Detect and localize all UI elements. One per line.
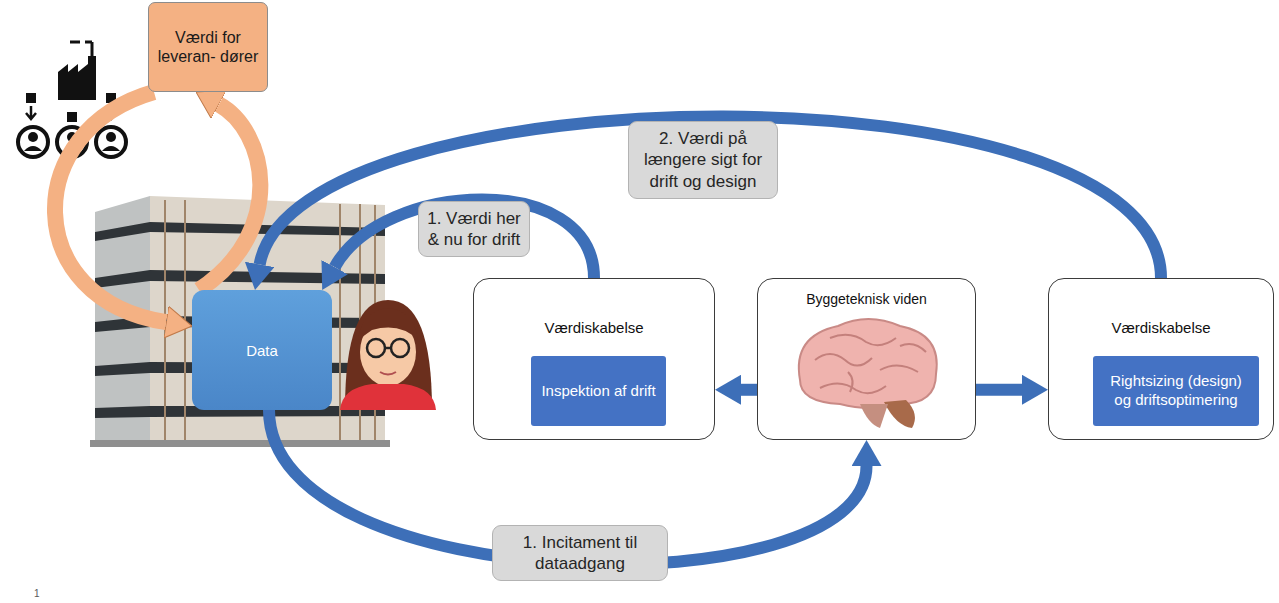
box-text: Værdi for leveran- dører: [157, 28, 259, 66]
process-box: Rightsizing (design) og driftsoptimering: [1093, 356, 1259, 426]
box-text: Data: [246, 342, 278, 359]
process-box: Inspektion af drift: [531, 356, 666, 426]
factory-shape: [58, 56, 96, 100]
supplier-flow-arrow: [55, 92, 166, 322]
icon-chimney: [91, 42, 94, 56]
arrow-label: 2. Værdi på længere sigt for drift og de…: [628, 121, 778, 199]
page-number: 1: [34, 588, 40, 599]
box-text: Byggeteknisk viden: [758, 291, 975, 307]
brain-picture: [799, 319, 937, 428]
icon-dash: [70, 41, 92, 44]
flow-arrow: [976, 384, 1022, 396]
icon-arrow: [26, 106, 36, 119]
box-text: Værdiskabelse: [474, 319, 714, 336]
arrow-label: 1. Incitament til dataadgang: [492, 525, 668, 582]
value-creation-box: VærdiskabelseRightsizing (design) og dri…: [1048, 278, 1274, 440]
supplier-flow-arrow: [199, 104, 260, 290]
box-text: Inspektion af drift: [541, 382, 655, 401]
box-text: Rightsizing (design) og driftsoptimering: [1101, 372, 1251, 410]
icon-square: [67, 112, 77, 122]
woman-avatar: [340, 300, 436, 410]
icon-square: [26, 93, 36, 103]
data-box: Data: [192, 290, 332, 410]
flow-arrow: [741, 384, 757, 396]
flow-arrow: [335, 199, 594, 278]
value-creation-box: VærdiskabelseInspektion af drift: [473, 278, 715, 440]
knowledge-box: Byggeteknisk viden: [757, 278, 976, 440]
flow-arrow: [260, 117, 1161, 278]
supplier-value-box: Værdi for leveran- dører: [148, 2, 268, 92]
arrow-label: 1. Værdi her & nu for drift: [418, 201, 530, 258]
box-text: Værdiskabelse: [1049, 319, 1273, 336]
